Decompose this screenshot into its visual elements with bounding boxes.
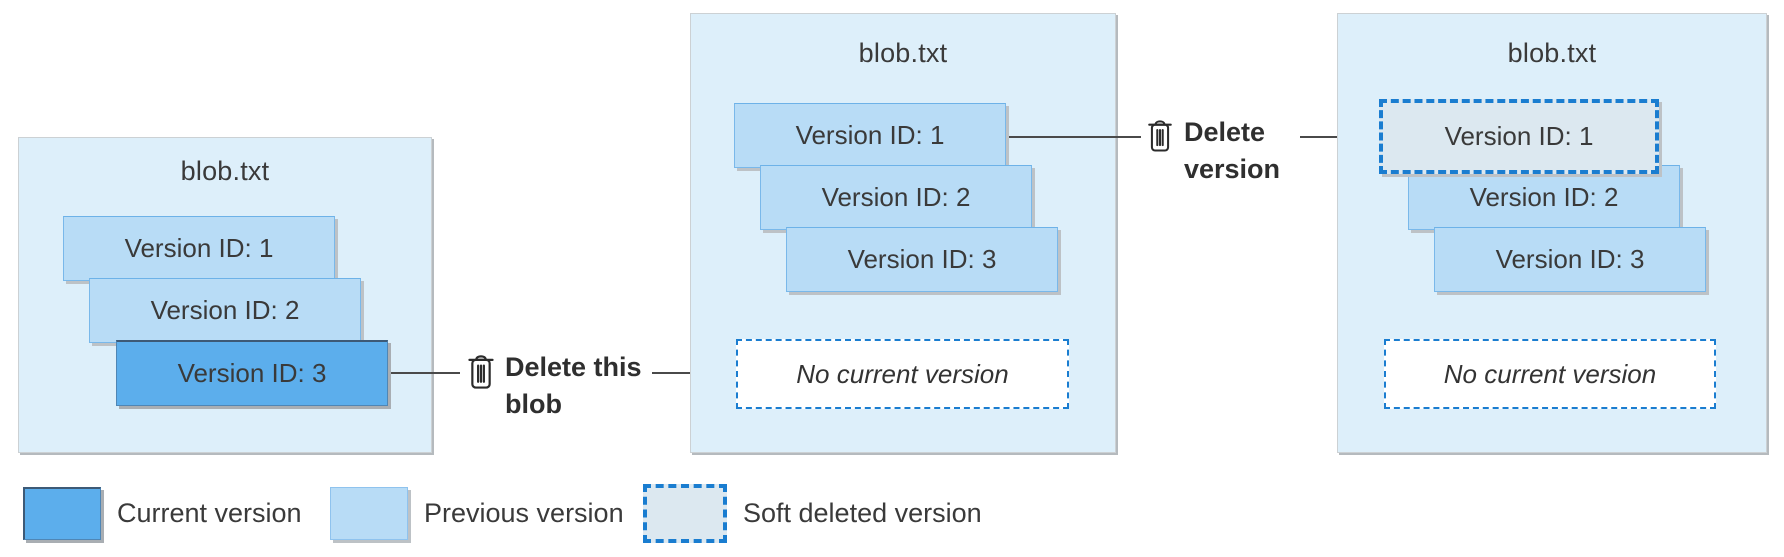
no-current-version-label: No current version: [1443, 358, 1657, 389]
legend-label-soft-deleted-version: Soft deleted version: [743, 498, 982, 528]
action-label-delete-this-blob: Delete this blob: [505, 349, 642, 423]
legend-swatch-previous-version: [330, 487, 408, 540]
blob-title: blob.txt: [180, 156, 270, 186]
legend-swatch-current-version: [23, 487, 101, 540]
version-box-previous: Version ID: 3: [786, 227, 1058, 292]
connector-line: [388, 372, 460, 374]
version-box-previous: Version ID: 2: [760, 165, 1032, 230]
version-box-previous: Version ID: 2: [1408, 165, 1680, 230]
action-label-line1: Delete this: [505, 352, 642, 382]
blob-title: blob.txt: [858, 38, 948, 68]
version-label: Version ID: 3: [847, 244, 997, 274]
version-label: Version ID: 3: [1495, 244, 1645, 274]
version-label: Version ID: 1: [1444, 121, 1594, 151]
version-box-previous: Version ID: 1: [63, 216, 335, 281]
action-label-line2: blob: [505, 389, 562, 419]
panel-blob-deleted: blob.txt Version ID: 1 Version ID: 2 Ver…: [690, 13, 1116, 453]
blob-title: blob.txt: [1507, 38, 1597, 68]
panel-version-soft-deleted: blob.txt Version ID: 1 Version ID: 2 Ver…: [1337, 13, 1767, 453]
version-box-previous: Version ID: 1: [734, 103, 1006, 168]
version-label: Version ID: 1: [124, 233, 274, 263]
version-box-previous: Version ID: 2: [89, 278, 361, 343]
version-box-soft-deleted: Version ID: 1: [1379, 99, 1659, 174]
no-current-version-placeholder: No current version: [1384, 339, 1716, 409]
version-label: Version ID: 2: [821, 182, 971, 212]
legend-swatch-soft-deleted-version: [643, 484, 727, 543]
connector-line: [652, 372, 722, 374]
action-label-delete-version: Delete version: [1184, 114, 1280, 188]
panel-blob-with-current-version: blob.txt Version ID: 1 Version ID: 2 Ver…: [18, 137, 432, 453]
version-label: Version ID: 1: [795, 120, 945, 150]
connector-line: [1300, 136, 1366, 138]
legend-soft-swatch-fill: [643, 484, 727, 543]
soft-deleted-box-fill: Version ID: 1: [1379, 99, 1659, 174]
legend-label-current-version: Current version: [117, 498, 302, 528]
version-label: Version ID: 2: [1469, 182, 1619, 212]
version-box-current: Version ID: 3: [116, 340, 388, 406]
version-label: Version ID: 3: [177, 358, 327, 388]
no-current-version-placeholder: No current version: [736, 339, 1069, 409]
action-label-line2: version: [1184, 154, 1281, 184]
trash-icon: [1148, 120, 1172, 152]
version-label: Version ID: 2: [150, 295, 300, 325]
no-current-version-label: No current version: [796, 358, 1009, 389]
version-box-previous: Version ID: 3: [1434, 227, 1706, 292]
trash-icon: [468, 355, 494, 389]
action-label-line1: Delete: [1184, 117, 1266, 147]
legend-label-previous-version: Previous version: [424, 498, 624, 528]
connector-line: [1007, 136, 1141, 138]
